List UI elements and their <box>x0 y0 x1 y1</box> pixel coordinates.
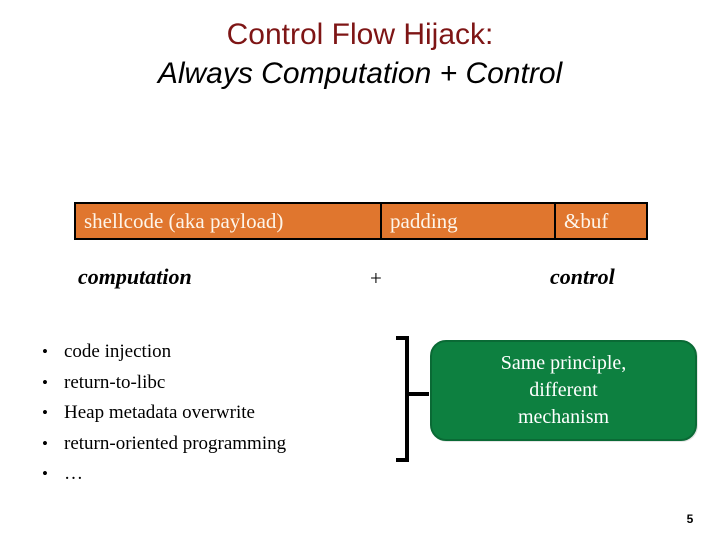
right-curly-brace-icon <box>395 336 429 462</box>
list-item: … <box>36 459 396 490</box>
page-number: 5 <box>686 512 694 526</box>
brace-bottom-arm <box>396 458 409 462</box>
brace-pointer-stub <box>407 392 429 396</box>
list-item: return-to-libc <box>36 368 396 399</box>
callout-text: Same principle, different mechanism <box>500 352 627 428</box>
attack-technique-list: code injection return-to-libc Heap metad… <box>36 337 396 490</box>
list-item: return-oriented programming <box>36 429 396 460</box>
role-label-plus: + <box>370 266 382 290</box>
brace-spine <box>405 336 409 462</box>
role-label-computation: computation <box>78 264 192 289</box>
list-item: Heap metadata overwrite <box>36 398 396 429</box>
brace-top-arm <box>396 336 409 340</box>
memory-cell-buf-address: &buf <box>556 204 646 238</box>
slide-title-block: Control Flow Hijack: Always Computation … <box>0 16 720 94</box>
callout-box: Same principle, different mechanism <box>430 340 697 441</box>
page-subtitle: Always Computation + Control <box>157 57 563 90</box>
role-label-control: control <box>550 264 615 289</box>
role-labels-row: computation + control <box>74 264 674 296</box>
memory-cell-shellcode: shellcode (aka payload) <box>76 204 382 238</box>
memory-layout-bar: shellcode (aka payload) padding &buf <box>74 202 648 240</box>
list-item: code injection <box>36 337 396 368</box>
page-title: Control Flow Hijack: <box>226 18 494 51</box>
memory-cell-padding: padding <box>382 204 556 238</box>
